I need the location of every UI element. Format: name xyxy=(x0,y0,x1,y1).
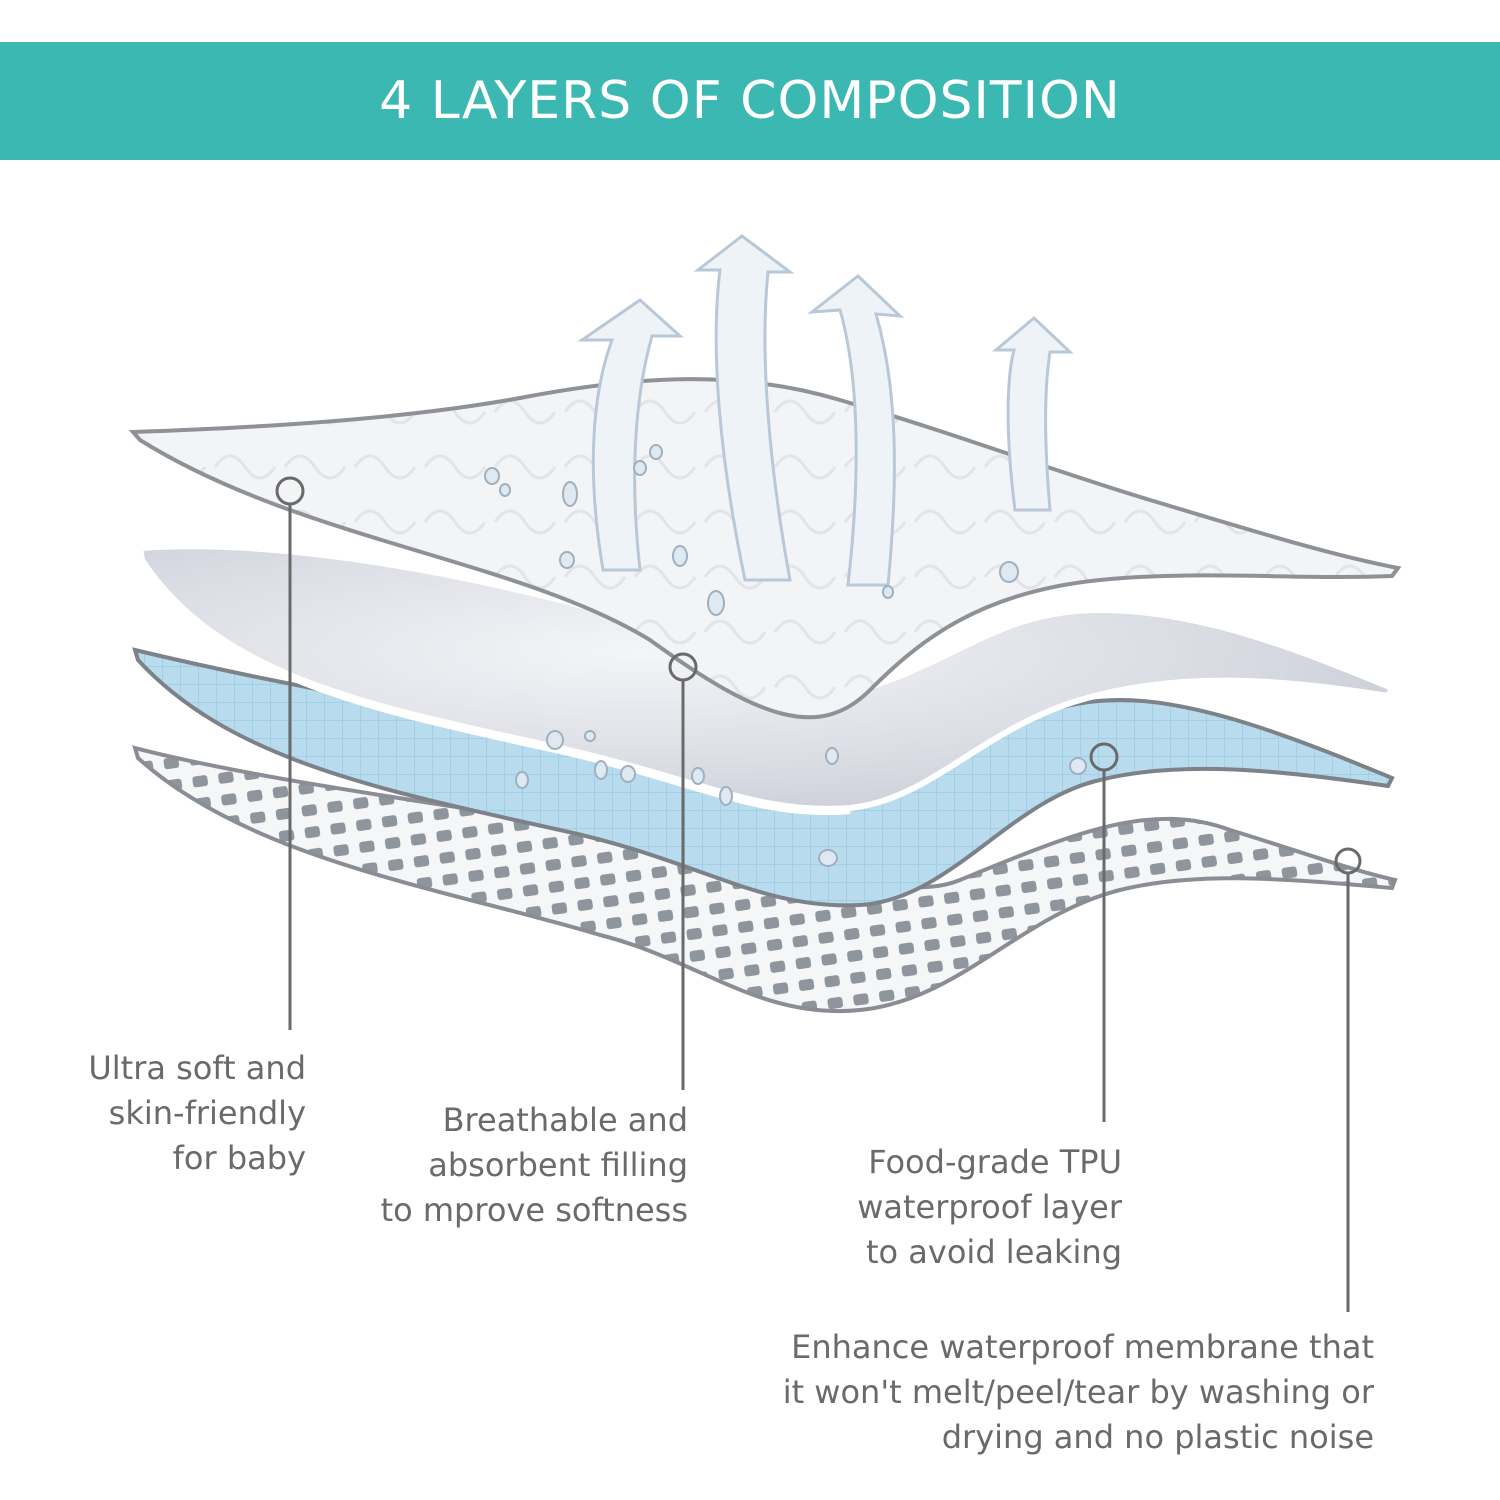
label-line: to mprove softness xyxy=(380,1191,688,1229)
breathable-arrow-icon xyxy=(577,234,1074,587)
title-banner: 4 LAYERS OF COMPOSITION xyxy=(0,42,1500,160)
label-line: it won't melt/peel/tear by washing or xyxy=(782,1373,1374,1411)
label-line: Ultra soft and xyxy=(88,1049,306,1087)
label-line: Breathable and xyxy=(442,1101,688,1139)
label-line: Food-grade TPU xyxy=(868,1143,1122,1181)
page-title: 4 LAYERS OF COMPOSITION xyxy=(379,71,1121,131)
label-line: for baby xyxy=(172,1139,306,1177)
water-droplet-icon xyxy=(484,444,1087,867)
label-line: waterproof layer xyxy=(857,1188,1122,1226)
filling-layer-label: Breathable and absorbent filling to mpro… xyxy=(381,1098,688,1233)
membrane-layer-label: Enhance waterproof membrane that it won'… xyxy=(783,1325,1374,1460)
top-layer-label: Ultra soft and skin-friendly for baby xyxy=(88,1046,306,1181)
label-line: drying and no plastic noise xyxy=(941,1418,1374,1456)
callout-marker-icon xyxy=(275,476,1362,1312)
label-line: Enhance waterproof membrane that xyxy=(791,1328,1374,1366)
label-line: to avoid leaking xyxy=(866,1233,1122,1271)
label-line: absorbent filling xyxy=(428,1146,688,1184)
tpu-layer-label: Food-grade TPU waterproof layer to avoid… xyxy=(857,1140,1122,1275)
label-line: skin-friendly xyxy=(108,1094,306,1132)
